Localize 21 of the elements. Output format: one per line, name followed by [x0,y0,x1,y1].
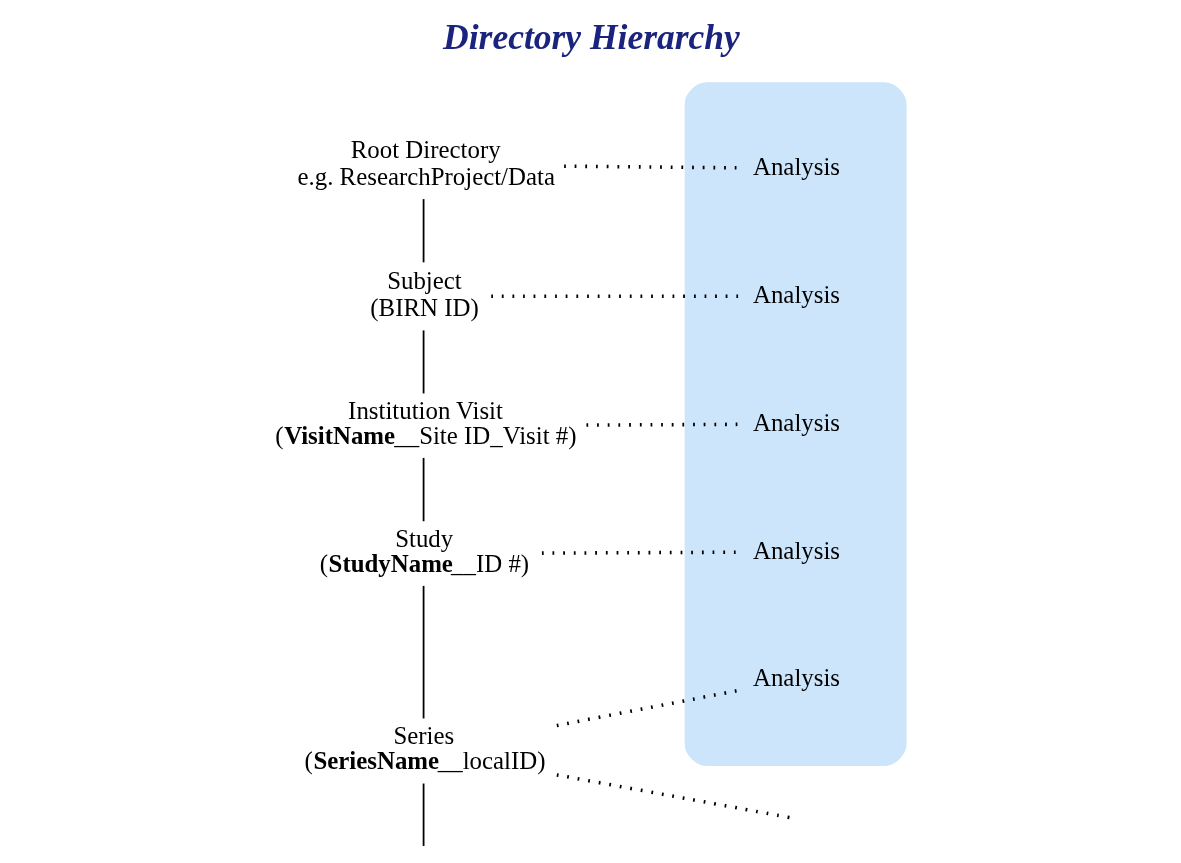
connector [422,782,425,847]
node-text: Root Directory e.g. ResearchProject/Data [297,136,555,190]
node-text: Analysis [752,152,840,180]
node-text: Analysis [752,408,840,436]
connector [541,550,739,555]
connector [422,585,425,720]
connector [422,457,425,523]
node-text: Analysis [752,664,840,692]
connector [556,688,739,728]
node-text: Study (StudyName__ID #) [319,524,530,577]
node-text: Analysis [752,280,840,308]
diagram-title: Directory Hierarchy [443,17,740,58]
node-text: Institution Visit (VisitName__Site ID_Visit #) [275,397,577,449]
connector [564,164,739,170]
node-text: Subject (BIRN ID) [370,267,479,322]
connector [422,329,425,395]
node-text: Analysis [752,536,840,564]
connector [422,198,425,264]
connector [586,422,739,427]
cluster [684,82,907,766]
node-text: Series (SeriesName__localID) [304,722,546,774]
